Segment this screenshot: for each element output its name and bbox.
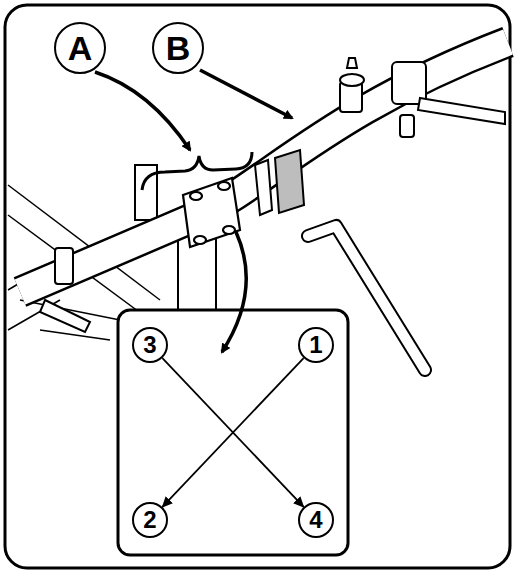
leader-arrow [200, 70, 292, 118]
callout-text: A [68, 31, 93, 65]
sequence-arrow [162, 358, 303, 507]
handlebar [20, 42, 508, 292]
callout-letter: A [54, 22, 106, 74]
sequence-number: 4 [298, 502, 334, 538]
callout-text: 2 [143, 508, 156, 532]
callout-text: 4 [309, 508, 322, 532]
sequence-number: 3 [132, 327, 168, 363]
sequence-number: 2 [132, 502, 168, 538]
callout-text: 1 [309, 333, 322, 357]
callout-text: B [166, 31, 191, 65]
brake-lever [392, 62, 505, 137]
outer-frame [5, 5, 510, 568]
inset-box [118, 310, 348, 555]
left-grip-parts [40, 248, 90, 332]
stem-clamp [183, 178, 240, 247]
sequence-number: 1 [298, 327, 334, 363]
bell [340, 58, 364, 112]
callout-text: 3 [143, 333, 156, 357]
spacer [255, 150, 304, 215]
curved-arrow [222, 232, 246, 352]
leader-arrow [95, 72, 190, 150]
sequence-arrow [162, 358, 303, 507]
callout-letter: B [152, 22, 204, 74]
bracket [142, 152, 252, 190]
